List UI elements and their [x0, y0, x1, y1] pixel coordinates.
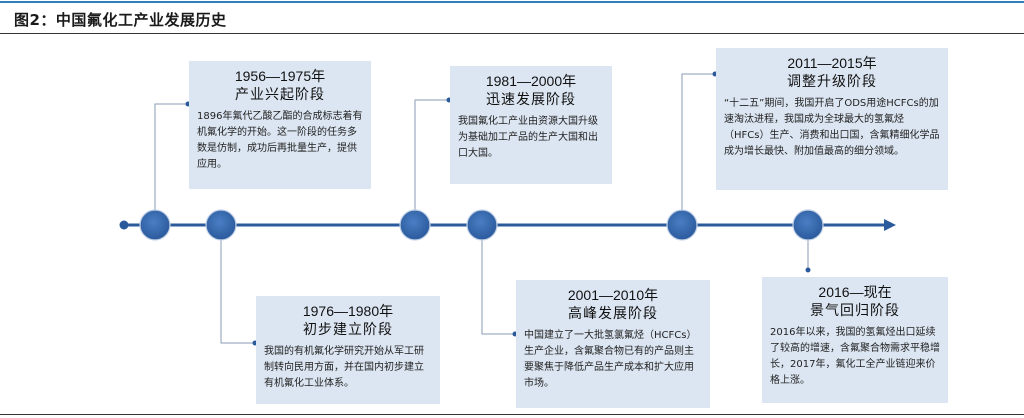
stage-box-4: 2001—2010年 高峰发展阶段 中国建立了一大批氢氯氟烃（HCFCs）生产企…	[516, 280, 710, 408]
top-rule	[0, 1, 1024, 3]
stage-box-1: 1956—1975年 产业兴起阶段 1896年氟代乙酸乙酯的合成标志着有机氟化学…	[189, 61, 371, 189]
stage-name: 初步建立阶段	[303, 322, 393, 338]
timeline-node-6	[792, 209, 824, 241]
stage-box-3: 1981—2000年 迅速发展阶段 我国氟化工产业由资源大国升级为基础加工产品的…	[450, 66, 612, 184]
timeline-arrowhead	[884, 219, 896, 231]
stage-description: 2016年以来，我国的氢氟烃出口延续了较高的增速，含氟聚合物需求平稳增长，201…	[770, 327, 940, 386]
stage-box-6: 2016—现在 景气回归阶段 2016年以来，我国的氢氟烃出口延续了较高的增速，…	[762, 277, 948, 403]
stage-name: 景气回归阶段	[810, 303, 900, 319]
stage-name: 高峰发展阶段	[568, 306, 658, 322]
stage-name: 迅速发展阶段	[486, 92, 576, 108]
connector-1	[154, 103, 188, 210]
title-rule	[0, 33, 1024, 34]
connector-dot-6	[805, 267, 811, 273]
stage-box-2: 1976—1980年 初步建立阶段 我国的有机氟化学研究开始从军工研制转向民用方…	[256, 296, 440, 404]
stage-period: 2011—2015年	[787, 55, 877, 71]
stage-description: 中国建立了一大批氢氯氟烃（HCFCs）生产企业，含氟聚合物已有的产品则主要聚焦于…	[524, 330, 697, 389]
stage-name: 调整升级阶段	[787, 74, 877, 90]
timeline-node-5	[666, 209, 698, 241]
stage-box-5: 2011—2015年 调整升级阶段 “十二五”期间，我国开启了ODS用途HCFC…	[716, 48, 948, 190]
bottom-rule	[0, 414, 1024, 415]
stage-period: 1981—2000年	[485, 73, 577, 89]
connector-5	[681, 73, 715, 210]
stage-description: 我国的有机氟化学研究开始从军工研制转向民用方面，并在国内初步建立有机氟化工业体系…	[264, 346, 424, 389]
stage-name: 产业兴起阶段	[235, 87, 325, 103]
stage-period: 2001—2010年	[567, 287, 659, 303]
timeline-start-dot	[119, 220, 129, 230]
timeline-node-3	[399, 209, 431, 241]
stage-description: 1896年氟代乙酸乙酯的合成标志着有机氟化学的开始。这一阶段的任务多数是仿制，成…	[197, 111, 363, 170]
timeline-node-4	[466, 209, 498, 241]
stage-period: 1976—1980年	[302, 303, 394, 319]
connector-4	[481, 240, 515, 335]
stage-description: “十二五”期间，我国开启了ODS用途HCFCs的加速淘汰进程，我国成为全球最大的…	[724, 98, 940, 157]
stage-period: 2016—现在	[818, 284, 892, 300]
stage-period: 1956—1975年	[234, 68, 326, 84]
timeline-node-2	[205, 209, 237, 241]
connector-2	[220, 240, 255, 344]
stage-description: 我国氟化工产业由资源大国升级为基础加工产品的生产大国和出口大国。	[458, 116, 598, 159]
connector-3	[414, 99, 449, 210]
figure-title: 图2：中国氟化工产业发展历史	[14, 11, 227, 29]
timeline-node-1	[139, 209, 171, 241]
